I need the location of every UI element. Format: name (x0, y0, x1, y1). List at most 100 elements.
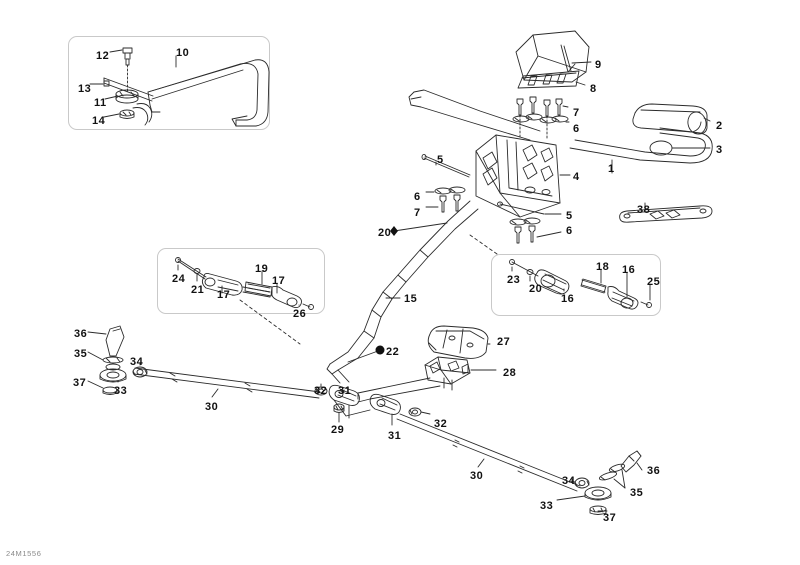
part-14-nut (119, 109, 135, 119)
callout-4: 4 (573, 171, 580, 183)
part-35-leader-right2 (621, 469, 626, 489)
inset-handlebar-grip-detail (68, 36, 270, 130)
part-31-joint-upper (328, 384, 360, 406)
column-to-link (331, 369, 350, 384)
callout-19: 19 (255, 263, 269, 275)
callout-30: 30 (470, 470, 484, 482)
callout-27: 27 (497, 336, 511, 348)
part-35-leader-left (87, 351, 104, 361)
part-20-diamond-marker (390, 226, 398, 236)
callout-34: 34 (562, 475, 576, 487)
part-22-marker-leader (347, 350, 379, 363)
callout-35: 35 (74, 348, 88, 360)
callout-36: 36 (74, 328, 88, 340)
inset3-leaders (511, 266, 651, 301)
callout-37: 37 (603, 512, 617, 524)
callout-18: 18 (596, 261, 610, 273)
callout-31: 31 (338, 385, 352, 397)
callout-8: 8 (590, 83, 597, 95)
callout-6: 6 (566, 225, 573, 237)
inset-right-tie-rod-end-detail (491, 254, 661, 316)
part-33-bushing-right (584, 486, 612, 501)
part-7-bolts-left (439, 194, 461, 213)
part-33-bushing-left (99, 368, 127, 383)
part-36-stud-left (105, 325, 125, 357)
part-6-washers-upper (512, 113, 569, 124)
console-bolt-guides (519, 114, 548, 139)
part-30-leader-right (477, 458, 485, 468)
part-31-joint-lower (369, 393, 401, 415)
part-22-circle-marker (375, 345, 385, 355)
part-2-leader (703, 117, 711, 122)
callout-35: 35 (630, 487, 644, 499)
callout-9: 9 (595, 59, 602, 71)
callout-6: 6 (573, 123, 580, 135)
callout-23: 23 (507, 274, 521, 286)
callout-24: 24 (172, 273, 186, 285)
part-30-leader-left (211, 388, 219, 398)
part-30-tierod-right (396, 413, 581, 492)
callout-36: 36 (647, 465, 661, 477)
callout-32: 32 (314, 385, 328, 397)
callout-20: 20 (529, 283, 543, 295)
part-36-leader-right (636, 462, 643, 471)
part-37-leader-left (87, 380, 104, 389)
part-36-stud-right (620, 450, 642, 473)
part-9-console-cover (515, 30, 590, 83)
callout-30: 30 (205, 401, 219, 413)
part-6-bolts-lower (514, 225, 536, 244)
inset2-leaders (177, 264, 301, 345)
part-32-leader-lower (420, 411, 431, 415)
callout-2: 2 (716, 120, 723, 132)
callout-5: 5 (437, 154, 444, 166)
callout-7: 7 (414, 207, 421, 219)
part-8-leader (575, 81, 586, 86)
part-2-grip (632, 103, 708, 135)
callout-34: 34 (130, 356, 144, 368)
part-28-bracket (424, 356, 471, 391)
part-5-washers-lower (509, 217, 541, 226)
callout-32: 32 (434, 418, 448, 430)
diagram-id-code: 24M1556 (6, 549, 42, 558)
part-30-tierod-left (133, 367, 321, 399)
part-28-linkage (357, 377, 441, 400)
part-4-steering-support (475, 134, 561, 218)
callout-21: 21 (191, 284, 205, 296)
callout-16: 16 (561, 293, 575, 305)
part-10-handlebar-grip (147, 59, 270, 127)
callout-13: 13 (78, 83, 92, 95)
callout-11: 11 (94, 97, 107, 109)
callout-28: 28 (503, 367, 517, 379)
part-15-steering-column (326, 200, 479, 375)
part-35-washers-right (598, 463, 626, 481)
callout-17: 17 (217, 289, 231, 301)
part-20-marker-leader (393, 222, 448, 232)
callout-5: 5 (566, 210, 573, 222)
callout-1: 1 (608, 163, 615, 175)
callout-33: 33 (540, 500, 554, 512)
part-36-leader-left (87, 331, 107, 335)
callout-17: 17 (272, 275, 286, 287)
callout-3: 3 (716, 144, 723, 156)
part-13-washer (103, 80, 110, 87)
part-12-bolt (122, 47, 133, 93)
inset2-left-tierod (175, 257, 314, 310)
callout-6: 6 (414, 191, 421, 203)
part-8-gasket (517, 70, 580, 89)
part-7-bolts-upper (516, 96, 563, 117)
part-7-leader (562, 105, 569, 108)
part-34-joint-right (574, 477, 590, 489)
callout-31: 31 (388, 430, 402, 442)
callout-25: 25 (647, 276, 661, 288)
part-33-leader-right (556, 495, 586, 501)
callout-20: 20 (378, 227, 392, 239)
part-27-plate (427, 325, 489, 359)
callout-10: 10 (176, 47, 190, 59)
callout-7: 7 (573, 107, 580, 119)
part-6-leader-lower (536, 231, 562, 238)
part-5-pin-right (497, 201, 545, 215)
inset3-right-tierod (509, 259, 652, 310)
